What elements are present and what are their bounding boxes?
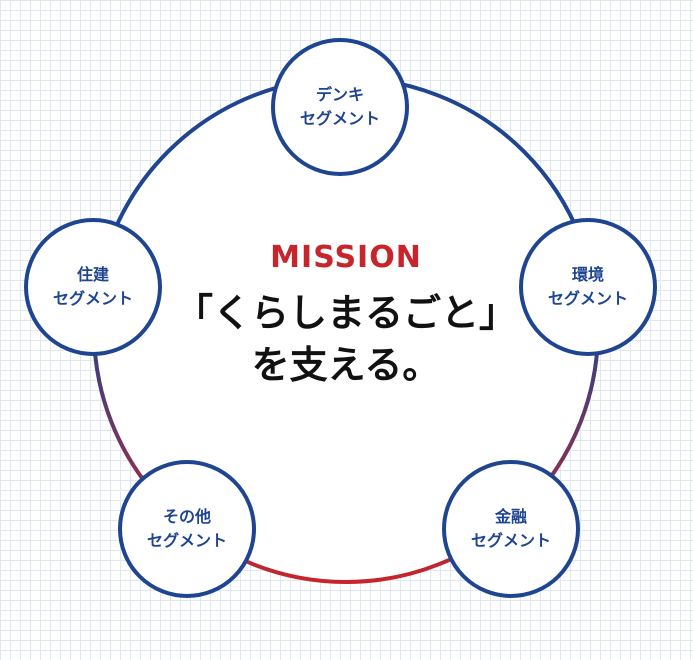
mission-line-1: 「くらしまるごと」 [174,291,517,335]
segment-jyuken-name: 住建 [76,265,109,284]
segment-kankyo[interactable]: 環境 セグメント [519,218,657,356]
mission-line-2: を支える。 [251,343,441,387]
segment-denki-suffix: セグメント [299,109,380,128]
segment-jyuken[interactable]: 住建 セグメント [24,218,162,356]
mission-label: MISSION [270,240,422,275]
segment-kinyu-suffix: セグメント [470,531,551,550]
segment-kankyo-suffix: セグメント [547,289,628,308]
segment-kankyo-name: 環境 [571,265,604,284]
segment-denki-name: デンキ [315,85,364,104]
segment-jyuken-suffix: セグメント [52,289,133,308]
segment-sonota-name: その他 [162,507,211,526]
segment-sonota-suffix: セグメント [146,531,227,550]
segment-sonota[interactable]: その他 セグメント [118,460,256,598]
mission-statement: MISSION 「くらしまるごと」 を支える。 [146,240,546,391]
segment-kinyu-name: 金融 [494,507,527,526]
segment-kinyu[interactable]: 金融 セグメント [442,460,580,598]
segment-denki[interactable]: デンキ セグメント [271,38,409,176]
